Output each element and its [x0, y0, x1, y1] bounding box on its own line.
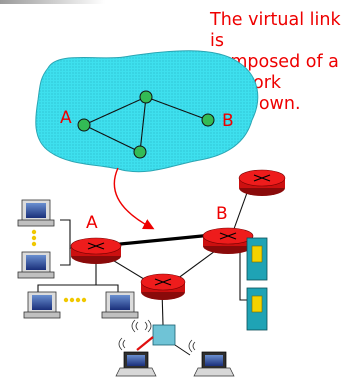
laptop-icon [115, 351, 157, 377]
router-icon [87, 242, 105, 250]
wireless-access-point-icon [152, 324, 176, 346]
more-hosts-dots-bottom [63, 297, 87, 303]
router-icon [253, 174, 271, 182]
desktop-computer-icon [17, 251, 55, 279]
virtual-network-nodes [77, 90, 215, 159]
desktop-computer-icon [101, 291, 139, 319]
wireless-link-line [136, 336, 154, 351]
server-icon [246, 287, 268, 331]
router-icon [154, 278, 172, 286]
router-label-b: B [216, 204, 228, 224]
router-b [202, 227, 254, 254]
desktop-computer-icon [17, 199, 55, 227]
router-top-right [238, 169, 286, 196]
title-accent-bar [0, 0, 105, 4]
virtual-link-line [109, 233, 213, 247]
router-label-a: A [86, 213, 98, 233]
cloud-node-b [201, 113, 215, 127]
more-hosts-dots-left [31, 229, 37, 247]
expansion-arrow [113, 167, 155, 230]
cloud-node-a [77, 118, 91, 132]
server-icon [246, 237, 268, 281]
caption-line-1: The virtual link is [210, 10, 341, 51]
wireless-link-line-2 [174, 344, 191, 356]
desktop-computer-icon [23, 291, 61, 319]
wireless-signal-icon [118, 319, 196, 353]
router-bottom [140, 273, 186, 300]
virtual-network-edges [83, 96, 209, 153]
router-a [70, 237, 122, 264]
cloud-node-bottom [133, 145, 147, 159]
cloud-label-a: A [60, 108, 72, 128]
virtual-network-cloud [35, 50, 259, 173]
router-icon [219, 232, 237, 240]
laptop-icon [193, 351, 235, 377]
cloud-label-b: B [222, 111, 234, 131]
cloud-node-top [139, 90, 153, 104]
